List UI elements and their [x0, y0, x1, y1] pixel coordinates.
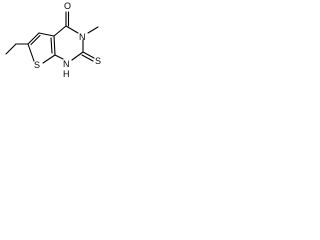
bond-c4-n3: [65, 25, 79, 34]
bond-c6-c5: [27, 32, 40, 45]
bond-s-c6: [27, 43, 35, 62]
atom-h-on-n: H: [63, 69, 70, 79]
bonds: [5, 11, 99, 64]
bond-c4a-c7a: [53, 35, 56, 56]
bond-c4a-c4: [53, 25, 67, 37]
structure-canvas: O N N H S S: [0, 0, 118, 85]
bond-c2-thioxo: [82, 51, 95, 59]
atom-labels: O N N H S S: [34, 1, 101, 79]
atom-n-methyl: N: [79, 32, 86, 42]
bond-c2-thioxo-double: [81, 54, 94, 62]
atom-ring-s: S: [34, 60, 40, 70]
bond-c5-c4a: [38, 32, 55, 37]
bond-c4a-c7a-double: [50, 37, 53, 54]
chemical-structure-diagram: O N N H S S: [5, 1, 101, 79]
bond-c2-n1: [71, 51, 84, 61]
atom-oxygen: O: [64, 1, 71, 11]
bond-c6-c5-double: [30, 34, 41, 46]
atom-thioxo-s: S: [95, 56, 101, 66]
bond-n3-ch3: [87, 26, 99, 34]
bond-ethyl-ch3-ch2: [5, 43, 17, 55]
atom-n-h: N: [63, 59, 70, 69]
bond-c7a-s: [42, 54, 56, 64]
bond-n1-c7a: [54, 54, 64, 60]
